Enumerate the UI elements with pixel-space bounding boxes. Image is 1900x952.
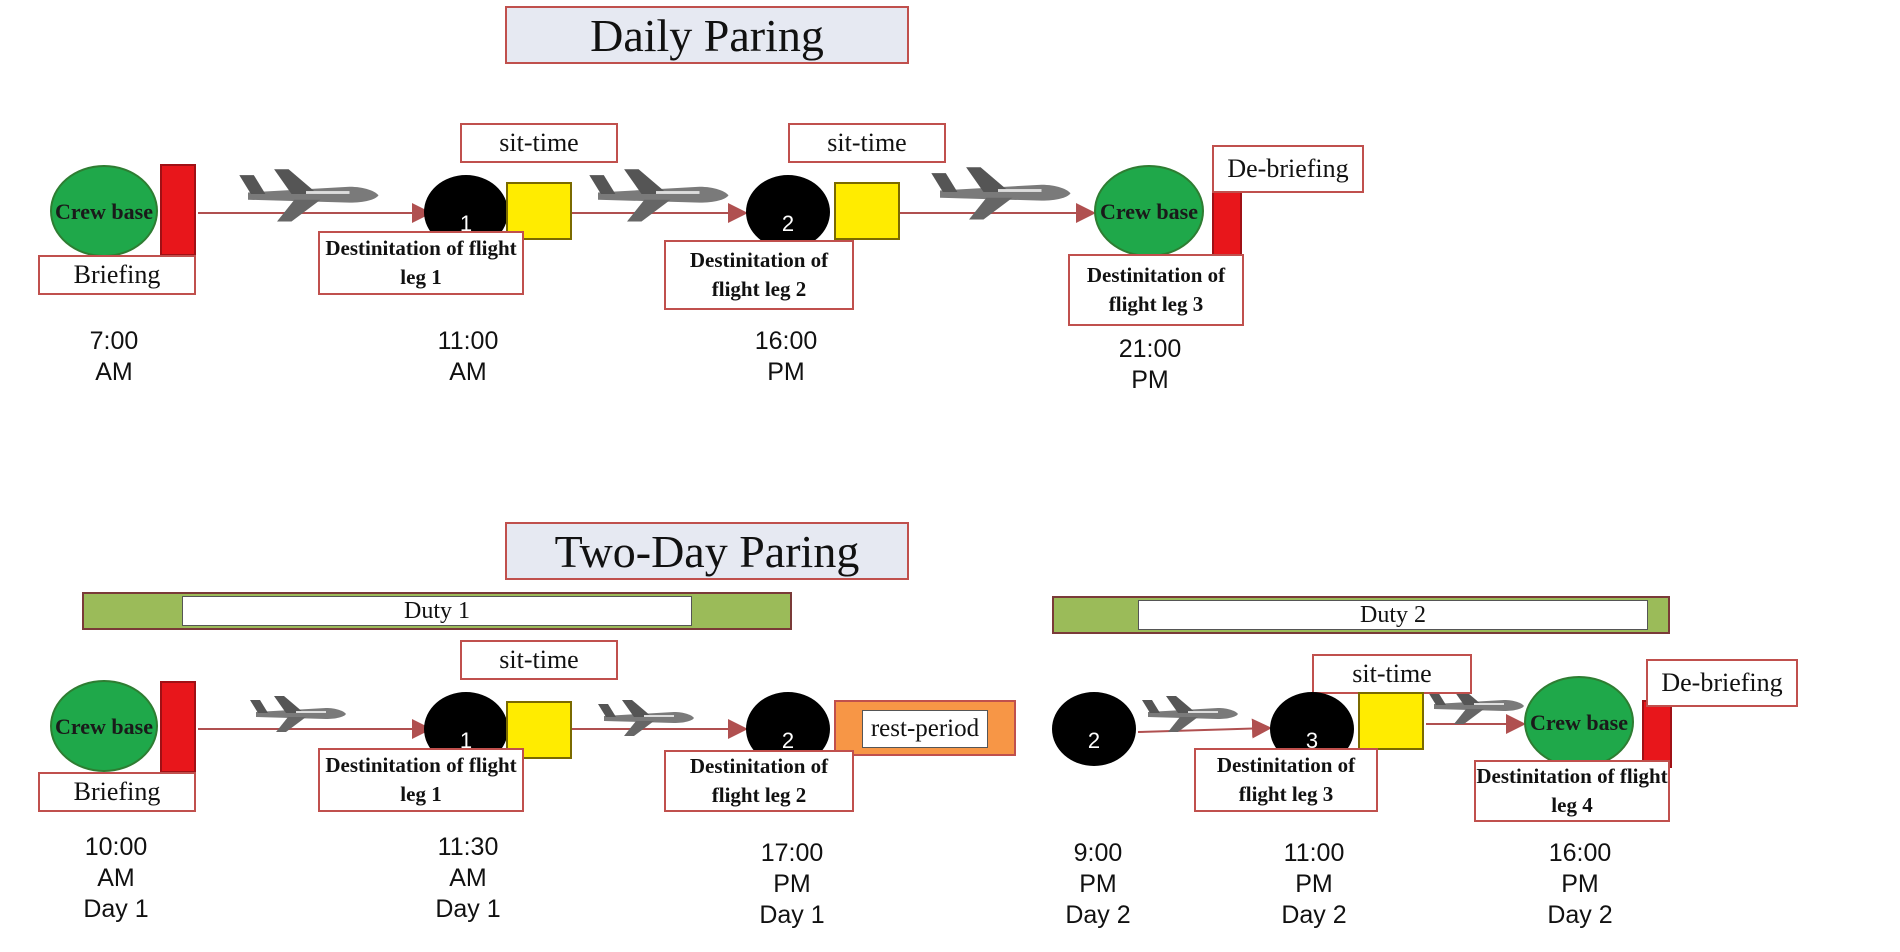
daily-time-2: 11:00 AM [437,327,499,386]
twoday-briefing-block [160,681,196,773]
daily-time-3: 16:00 PM [754,327,818,386]
duty-2-label: Duty 2 [1138,600,1648,630]
twoday-sit-block-1 [506,701,572,759]
twoday-time-1: 10:00 AM Day 1 [83,833,149,923]
daily-time-1: 7:00 AM [89,327,139,386]
twoday-briefing-label: Briefing [38,772,196,812]
daily-dest-leg-1: Destinitation of flight leg 1 [318,231,524,295]
twoday-debriefing-block [1642,700,1672,768]
daily-paring-title: Daily Paring [505,6,909,64]
daily-crew-base-start: Crew base [50,165,158,257]
daily-briefing-label: Briefing [38,255,196,295]
duty-1-label: Duty 1 [182,596,692,626]
twoday-time-5: 11:00 PM Day 2 [1281,839,1347,929]
rest-period-label: rest-period [862,710,988,748]
twoday-time-6: 16:00 PM Day 2 [1547,839,1613,929]
twoday-time-2: 11:30 AM Day 1 [435,833,501,923]
twoday-time-4: 9:00 PM Day 2 [1065,839,1131,929]
daily-time-4: 21:00 PM [1118,335,1182,394]
daily-sit-block-1 [506,182,572,240]
twoday-paring-title: Two-Day Paring [505,522,909,580]
daily-crew-base-end: Crew base [1094,165,1204,257]
twoday-debriefing-label: De-briefing [1646,659,1798,707]
daily-sit-time-2: sit-time [788,123,946,163]
twoday-node-2b: 2 [1052,692,1136,766]
daily-sit-block-2 [834,182,900,240]
twoday-sit-time-1: sit-time [460,640,618,680]
twoday-sit-block-2 [1358,692,1424,750]
twoday-crew-base-end: Crew base [1524,676,1634,768]
twoday-dest-leg-3: Destinitation of flight leg 3 [1194,748,1378,812]
twoday-plane-2-icon [598,700,694,736]
twoday-plane-3-icon [1142,696,1238,732]
daily-dest-leg-2: Destinitation of flight leg 2 [664,240,854,310]
twoday-dest-leg-1: Destinitation of flight leg 1 [318,748,524,812]
daily-sit-time-1: sit-time [460,123,618,163]
daily-plane-3-icon [931,167,1071,220]
twoday-plane-1-icon [250,696,346,732]
twoday-time-3: 17:00 PM Day 1 [759,839,825,929]
daily-dest-leg-3: Destinitation of flight leg 3 [1068,254,1244,326]
twoday-dest-leg-2: Destinitation of flight leg 2 [664,750,854,812]
twoday-dest-leg-4: Destinitation of flight leg 4 [1474,760,1670,822]
daily-node-2: 2 [746,175,830,249]
twoday-crew-base-start: Crew base [50,680,158,772]
daily-debriefing-block [1212,190,1242,258]
daily-briefing-block [160,164,196,256]
twoday-arrow-3 [1137,718,1272,739]
daily-debriefing-label: De-briefing [1212,145,1364,193]
twoday-sit-time-2: sit-time [1312,654,1472,694]
